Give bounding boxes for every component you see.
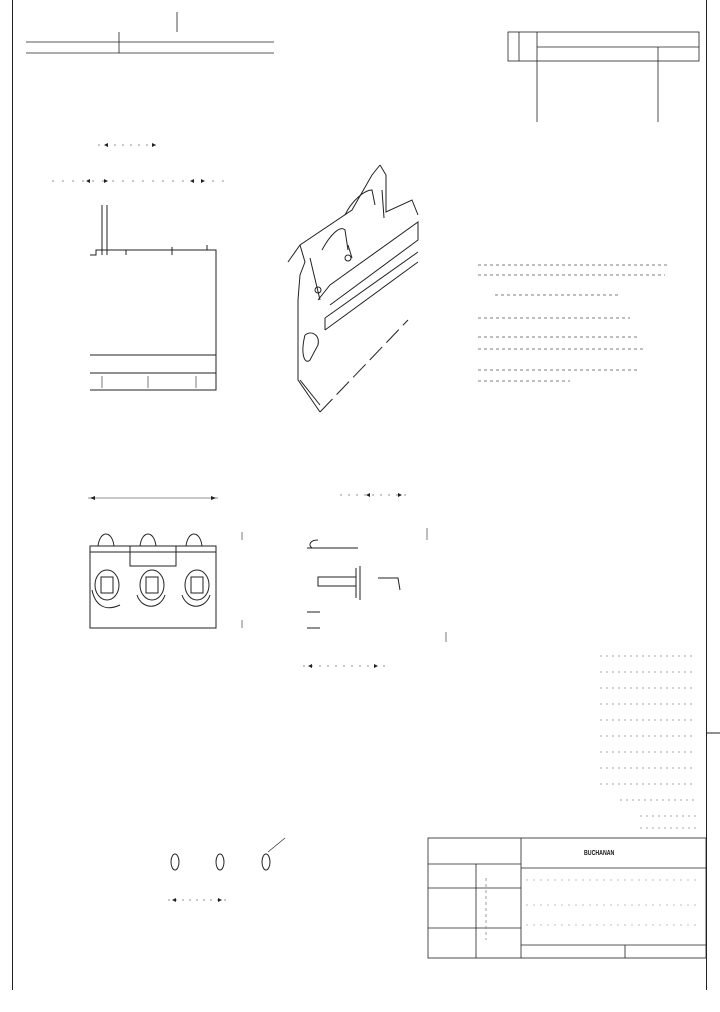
dimension-arrows (86, 143, 402, 902)
revision-block (507, 31, 700, 122)
front-view (52, 144, 232, 391)
isometric-view (287, 164, 419, 413)
parts-table (600, 655, 696, 829)
title-block-brand: BUCHANAN (584, 850, 615, 857)
pcb-layout (168, 837, 286, 901)
top-view (88, 497, 243, 629)
side-view (303, 494, 447, 667)
change-block (26, 12, 274, 54)
notes-block (478, 264, 670, 382)
title-block (427, 837, 707, 959)
